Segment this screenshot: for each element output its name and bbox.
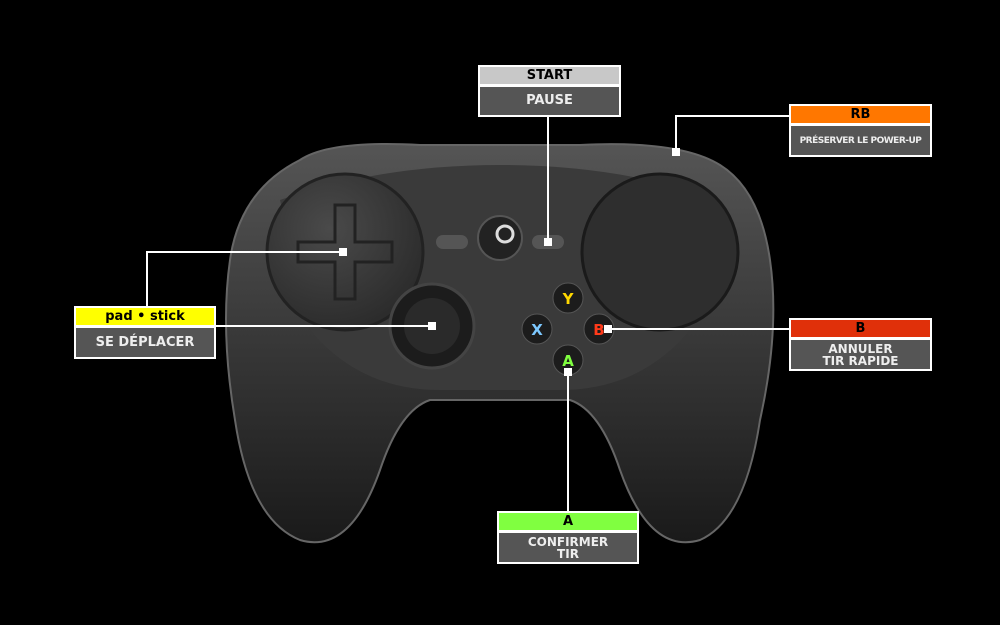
b-connector-end xyxy=(604,325,612,333)
pad-button-name: pad • stick xyxy=(76,308,214,325)
start-button-name: START xyxy=(480,67,619,84)
a-connector xyxy=(567,372,569,511)
pad-action: SE DÉPLACER xyxy=(76,328,214,357)
b-action: ANNULER TIR RAPIDE xyxy=(791,340,930,369)
rb-label-box: RB PRÉSERVER LE POWER-UP xyxy=(789,104,932,157)
x-button xyxy=(521,313,553,345)
pad-connector-h xyxy=(146,251,343,253)
a-action: CONFIRMER TIR xyxy=(499,533,637,562)
a-button-name: A xyxy=(499,513,637,530)
b-label-box: B ANNULER TIR RAPIDE xyxy=(789,318,932,371)
a-connector-end xyxy=(564,368,572,376)
y-button xyxy=(552,282,584,314)
pad-connector-v xyxy=(146,251,148,306)
pad-connector-end xyxy=(339,248,347,256)
rb-connector-h xyxy=(676,115,789,117)
start-connector xyxy=(547,117,549,242)
stick-connector-end xyxy=(428,322,436,330)
b-action-line1: ANNULER xyxy=(828,341,893,356)
rb-connector-end xyxy=(672,148,680,156)
b-connector xyxy=(606,328,789,330)
y-button-label: Y xyxy=(562,290,575,308)
a-action-line2: TIR xyxy=(557,546,579,561)
x-button-label: X xyxy=(531,321,543,339)
back-button xyxy=(436,235,468,249)
start-action: PAUSE xyxy=(480,87,619,115)
right-trackpad xyxy=(580,172,740,332)
rb-connector-v xyxy=(675,115,677,152)
a-button-label: A xyxy=(562,352,574,370)
stick-connector xyxy=(216,325,432,327)
b-button-name: B xyxy=(791,320,930,337)
steam-button xyxy=(477,215,523,261)
pad-label-box: pad • stick SE DÉPLACER xyxy=(74,306,216,359)
start-label-box: START PAUSE xyxy=(478,65,621,117)
dpad-cross-icon xyxy=(296,203,394,301)
a-action-line1: CONFIRMER xyxy=(527,534,609,549)
start-connector-end xyxy=(544,238,552,246)
rb-action: PRÉSERVER LE POWER-UP xyxy=(791,126,930,155)
rb-button-name: RB xyxy=(791,106,930,123)
a-label-box: A CONFIRMER TIR xyxy=(497,511,639,564)
b-button-label: B xyxy=(593,321,604,339)
b-action-line2: TIR RAPIDE xyxy=(822,353,899,368)
